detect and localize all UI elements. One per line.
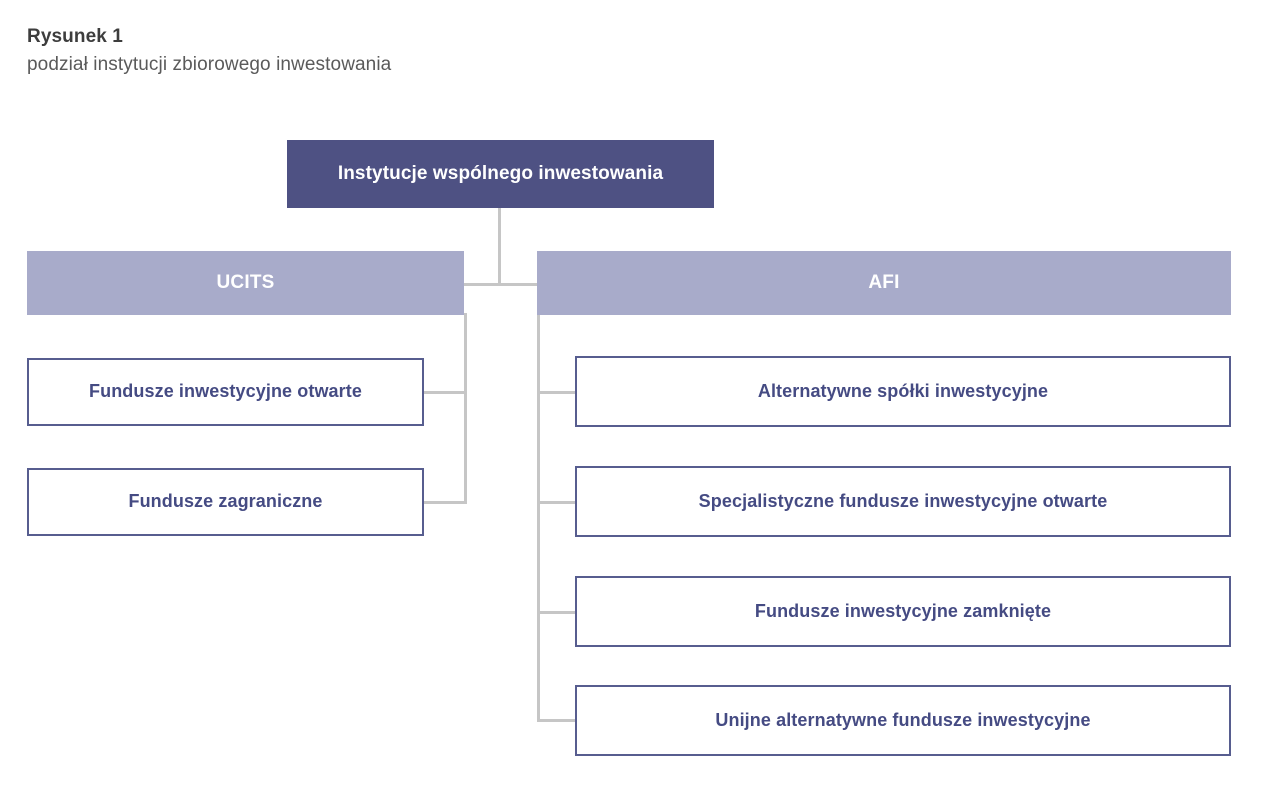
node-leaf-ucits-1[interactable]: Fundusze inwestycyjne otwarte (27, 358, 424, 426)
connector-right-stub-2 (537, 501, 577, 504)
node-leaf-afi-1[interactable]: Alternatywne spółki inwestycyjne (575, 356, 1231, 427)
connector-right-stub-4 (537, 719, 577, 722)
node-leaf-afi-4[interactable]: Unijne alternatywne fundusze inwestycyjn… (575, 685, 1231, 756)
connector-right-stub-1 (537, 391, 577, 394)
figure-title: Rysunek 1 (27, 26, 123, 47)
connector-left-stub-2 (424, 501, 467, 504)
figure-subtitle: podział instytucji zbiorowego inwestowan… (27, 54, 392, 75)
node-group-ucits[interactable]: UCITS (27, 251, 464, 315)
connector-left-trunk (464, 313, 467, 504)
node-group-afi[interactable]: AFI (537, 251, 1231, 315)
node-root[interactable]: Instytucje wspólnego inwestowania (287, 140, 714, 208)
connector-root-split (464, 283, 540, 286)
connector-left-stub-1 (424, 391, 467, 394)
connector-root-stem (498, 208, 501, 286)
node-leaf-afi-2[interactable]: Specjalistyczne fundusze inwestycyjne ot… (575, 466, 1231, 537)
node-leaf-afi-3[interactable]: Fundusze inwestycyjne zamknięte (575, 576, 1231, 647)
connector-right-trunk (537, 313, 540, 722)
node-leaf-ucits-2[interactable]: Fundusze zagraniczne (27, 468, 424, 536)
connector-right-stub-3 (537, 611, 577, 614)
